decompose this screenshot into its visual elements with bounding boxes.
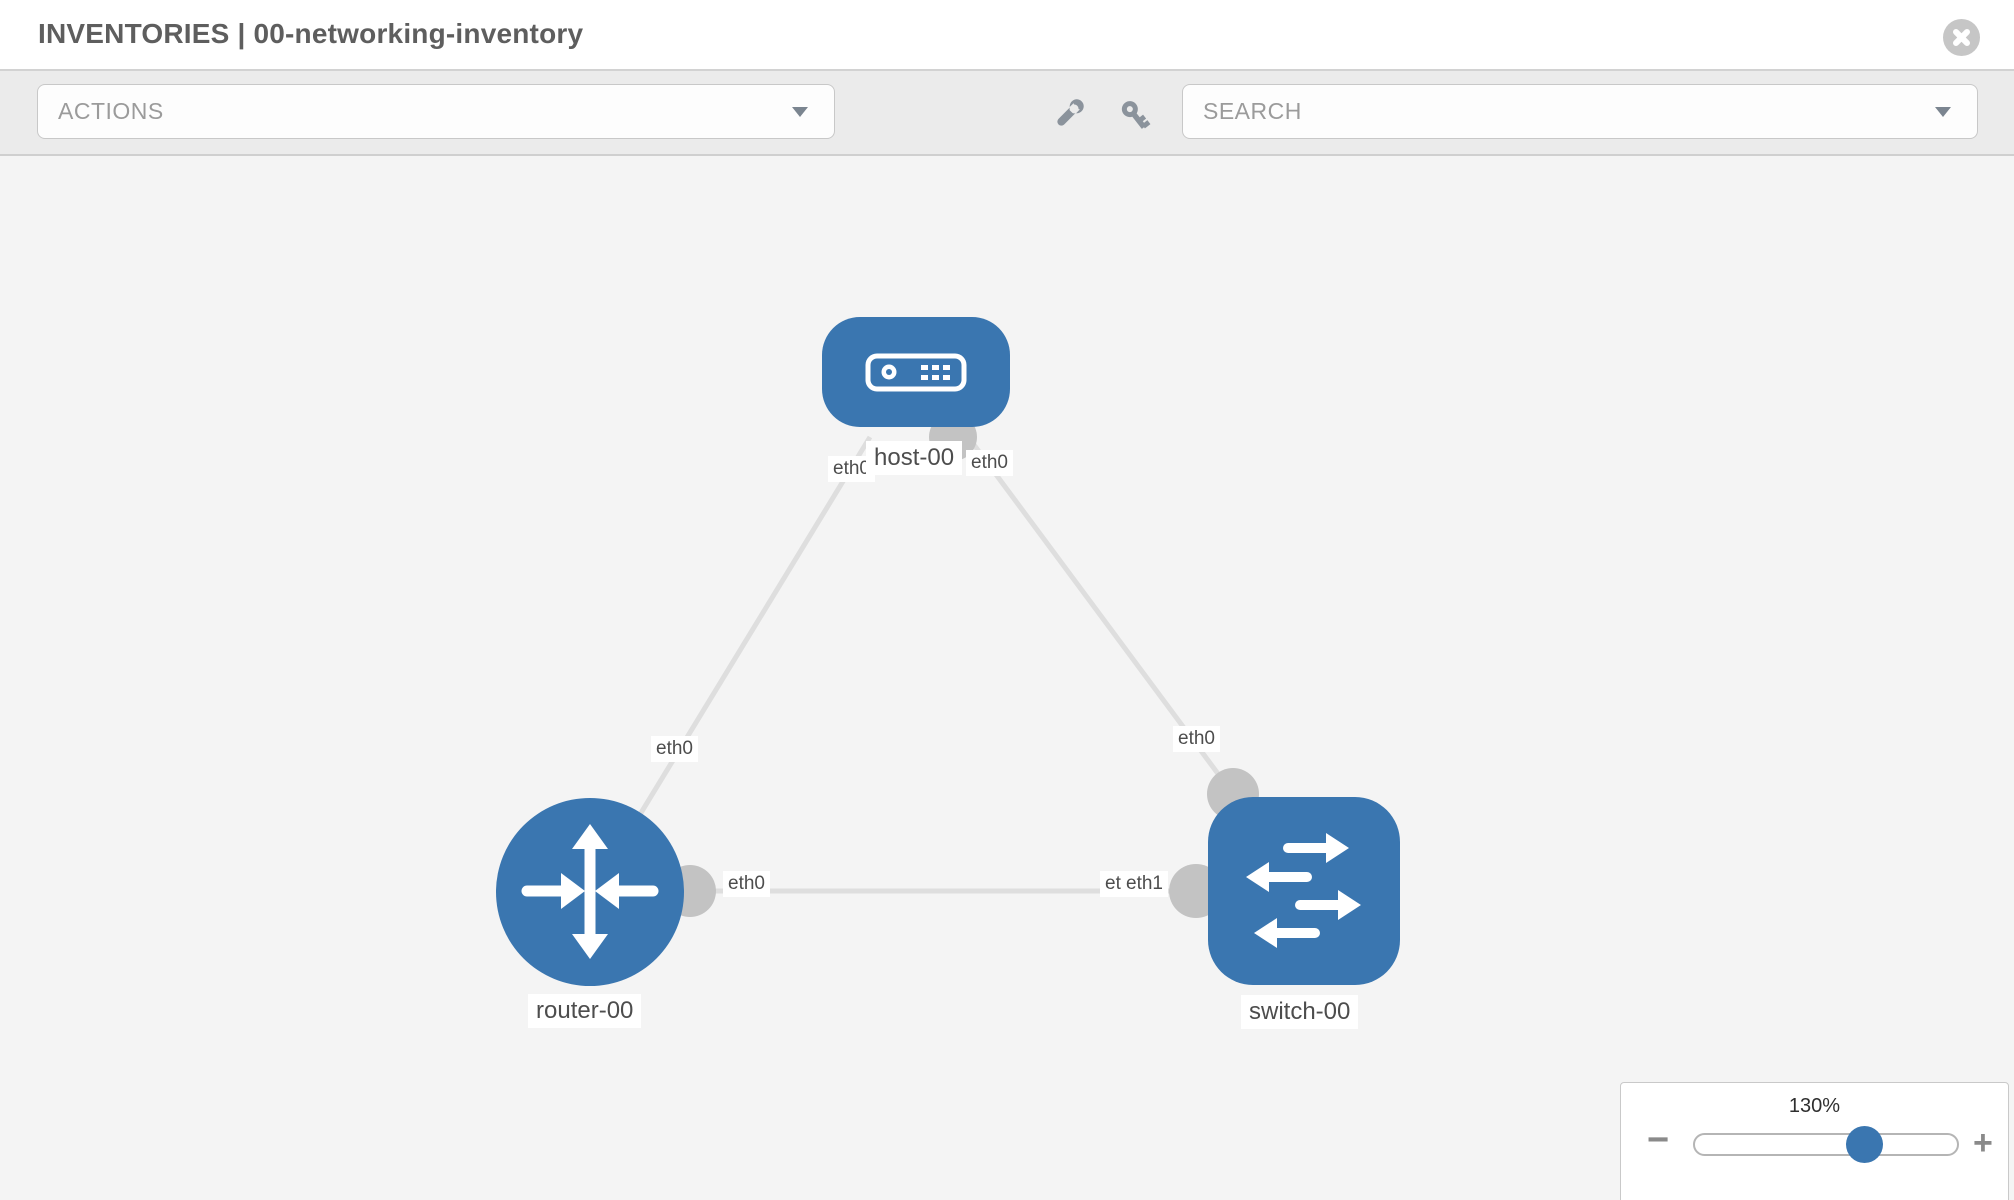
interface-label: eth0: [723, 871, 770, 897]
panel-header: INVENTORIES | 00-networking-inventory: [0, 0, 2014, 71]
chevron-down-icon: [792, 107, 808, 117]
interface-label: eth0: [651, 736, 698, 762]
zoom-in-button[interactable]: +: [1973, 1124, 1993, 1162]
close-button[interactable]: [1943, 19, 1980, 56]
interface-label: eth0: [966, 450, 1013, 476]
actions-dropdown[interactable]: ACTIONS: [37, 84, 835, 139]
zoom-out-button[interactable]: −: [1647, 1119, 1670, 1161]
close-icon: [1953, 29, 1970, 46]
chevron-down-icon: [1935, 107, 1951, 117]
interface-label: eth0: [1173, 726, 1220, 752]
node-host-00[interactable]: [822, 317, 1010, 427]
node-switch-00[interactable]: [1208, 797, 1400, 985]
node-label-host: host-00: [866, 441, 963, 475]
interface-connectors: [664, 413, 1259, 918]
actions-dropdown-label: ACTIONS: [58, 98, 164, 124]
page-title: INVENTORIES | 00-networking-inventory: [38, 18, 584, 49]
search-input[interactable]: [1183, 98, 1883, 125]
search-dropdown[interactable]: [1182, 84, 1978, 139]
node-router-00[interactable]: [496, 798, 684, 986]
wrench-icon[interactable]: [1050, 99, 1084, 138]
key-icon[interactable]: [1118, 99, 1154, 140]
node-label-router: router-00: [528, 994, 642, 1028]
router-icon: [521, 824, 659, 959]
node-label-switch: switch-00: [1241, 995, 1359, 1029]
edges: [591, 428, 1236, 894]
interface-label: eth1: [1121, 871, 1168, 897]
zoom-widget: 130% − +: [1620, 1082, 2009, 1200]
switch-icon: [1246, 833, 1361, 948]
zoom-slider-track[interactable]: [1693, 1133, 1959, 1156]
zoom-level-label: 130%: [1788, 1095, 1841, 1117]
zoom-slider-handle[interactable]: [1846, 1126, 1883, 1163]
host-icon: [865, 353, 967, 392]
toolbar: ACTIONS: [0, 71, 2014, 156]
